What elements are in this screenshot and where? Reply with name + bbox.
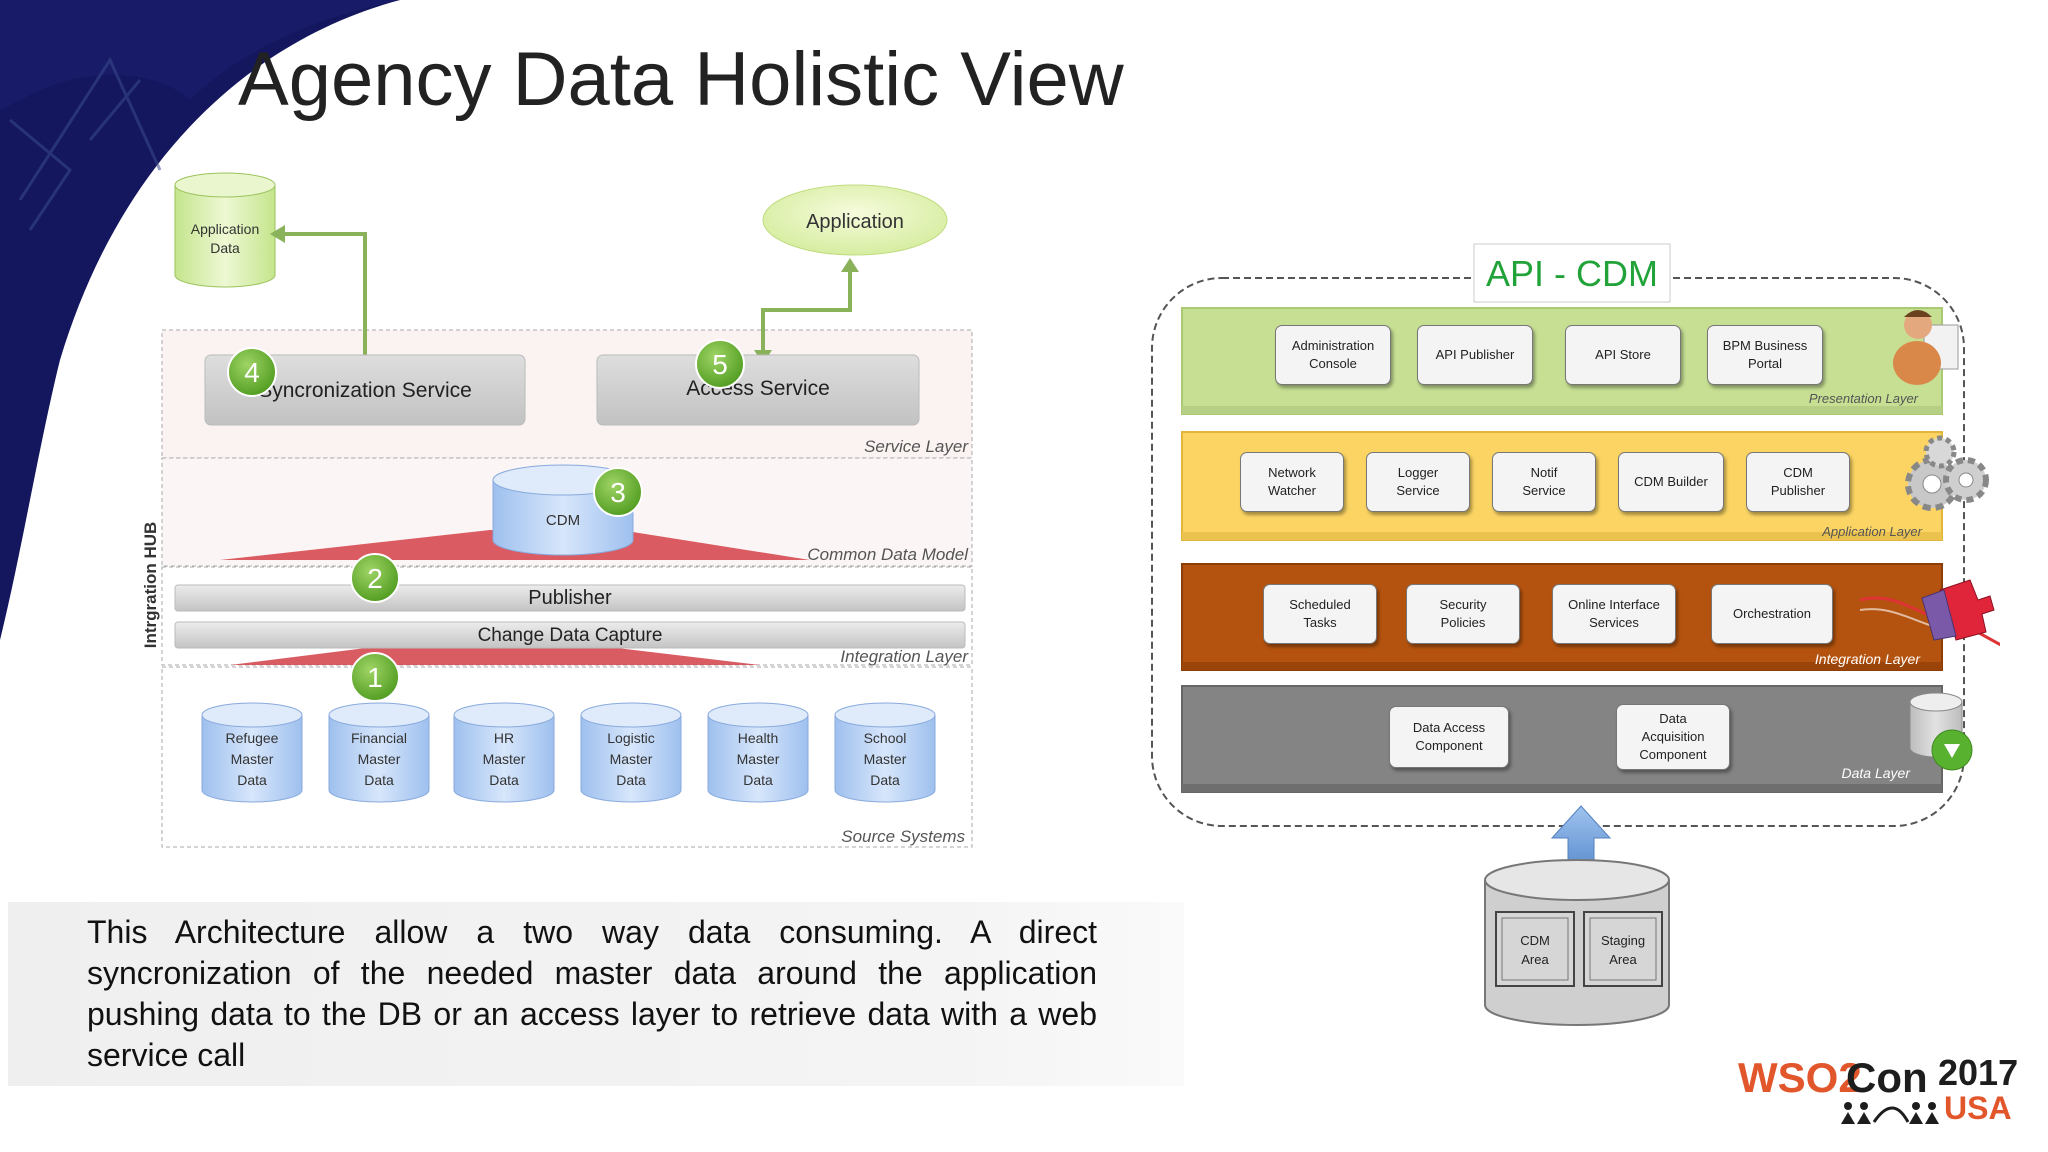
- svg-text:4: 4: [244, 357, 260, 388]
- source-cylinder-health: [707, 702, 809, 803]
- orchestration-box: Orchestration: [1711, 584, 1833, 644]
- source-label: Data: [743, 772, 773, 788]
- source-label: Master: [231, 751, 274, 767]
- access-service-box: [596, 354, 920, 426]
- source-cylinder-hr: [453, 702, 555, 803]
- logo-usa-text: USA: [1944, 1090, 2012, 1126]
- publisher-label: Publisher: [528, 587, 612, 609]
- application-data-label-1: Application: [191, 221, 260, 237]
- cdm-layer-label: Common Data Model: [807, 545, 969, 564]
- slide-title: Agency Data Holistic View: [238, 37, 1124, 122]
- source-label: Data: [616, 772, 646, 788]
- source-label: Master: [864, 751, 907, 767]
- source-label: School: [864, 730, 907, 746]
- source-label: Data: [364, 772, 394, 788]
- svg-text:1: 1: [367, 662, 383, 693]
- source-cylinders: [201, 702, 936, 803]
- access-to-app-arrow: [761, 270, 852, 350]
- sync-service-label: Syncronization Service: [258, 379, 472, 402]
- source-label: Master: [358, 751, 401, 767]
- logo-people-icon: [1841, 1102, 1939, 1124]
- source-label: Logistic: [607, 730, 654, 746]
- source-cylinder-school: [834, 702, 936, 803]
- source-label: Master: [610, 751, 653, 767]
- logo-con-text: Con: [1846, 1054, 1928, 1101]
- source-cylinder-financial: [328, 702, 430, 803]
- source-label: Data: [870, 772, 900, 788]
- step-badge-5: 5: [695, 339, 745, 389]
- integration-layer-label: Integration Layer: [840, 647, 969, 666]
- step-badge-3: 3: [593, 467, 643, 517]
- logo-wso2-text: WSO2: [1738, 1054, 1862, 1101]
- description-text: This Architecture allow a two way data c…: [87, 914, 1097, 1073]
- application-data-label-2: Data: [210, 240, 240, 256]
- api-cdm-title: API - CDM: [1486, 253, 1658, 294]
- cdm-builder-box: CDM Builder: [1618, 452, 1724, 512]
- application-layer-label: Application Layer: [1821, 524, 1922, 539]
- source-systems-label: Source Systems: [841, 827, 965, 846]
- source-label: Data: [489, 772, 519, 788]
- source-label: Data: [237, 772, 267, 788]
- sync-service-box: [204, 354, 526, 426]
- up-arrow-icon: [1550, 805, 1612, 869]
- svg-text:5: 5: [712, 349, 728, 380]
- logo-year-text: 2017: [1938, 1052, 2019, 1093]
- svg-text:2: 2: [367, 563, 383, 594]
- source-label: Master: [737, 751, 780, 767]
- staging-area-label: Area: [1609, 952, 1637, 967]
- api-store-box: API Store: [1565, 325, 1681, 385]
- change-data-capture-bar: [174, 621, 966, 649]
- change-data-capture-label: Change Data Capture: [478, 625, 663, 646]
- source-cylinder-refugee: [201, 702, 303, 803]
- integration-hub-label: Intrgration HUB: [141, 522, 160, 649]
- description-panel: [8, 902, 1184, 1086]
- source-label: Financial: [351, 730, 407, 746]
- data-layer-label: Data Layer: [1842, 765, 1912, 781]
- sync-to-appdata-arrow: [285, 232, 367, 390]
- presentation-layer-label: Presentation Layer: [1809, 391, 1919, 406]
- source-cylinder-logistic: [580, 702, 682, 803]
- gears-icon: [1905, 435, 1989, 511]
- person-at-computer-icon: [1893, 310, 1959, 385]
- step-badge-2: 2: [350, 553, 400, 603]
- svg-text:3: 3: [610, 477, 626, 508]
- application-label: Application: [806, 211, 904, 233]
- step-badge-1: 1: [350, 652, 400, 702]
- cdm-label: CDM: [546, 512, 580, 529]
- step-badge-4: 4: [227, 347, 277, 397]
- application-data-cylinder: [174, 172, 276, 288]
- api-publisher-box: API Publisher: [1417, 325, 1533, 385]
- source-label: Master: [483, 751, 526, 767]
- staging-area-box: [1583, 911, 1663, 987]
- api-cdm-title-box: [1473, 243, 1671, 303]
- staging-area-label: Staging: [1601, 933, 1645, 948]
- data-layer-band: [1181, 685, 1943, 793]
- database-download-icon: [1909, 692, 1973, 771]
- service-layer-label: Service Layer: [864, 437, 969, 456]
- integration-hub-diagram: Application Data Application Syncronizat…: [141, 172, 973, 848]
- wso2con-logo: WSO2 Con 2017 USA: [1738, 1052, 2028, 1142]
- puzzle-plug-icon: [1859, 579, 2000, 647]
- cdm-area-box: [1495, 911, 1575, 987]
- source-label: HR: [494, 730, 514, 746]
- application-ellipse: [762, 184, 948, 256]
- source-label: Refugee: [226, 730, 279, 746]
- cdm-area-label: Area: [1521, 952, 1549, 967]
- source-label: Health: [738, 730, 778, 746]
- integration-layer-label: Integration Layer: [1815, 651, 1921, 667]
- cdm-area-label: CDM: [1520, 933, 1550, 948]
